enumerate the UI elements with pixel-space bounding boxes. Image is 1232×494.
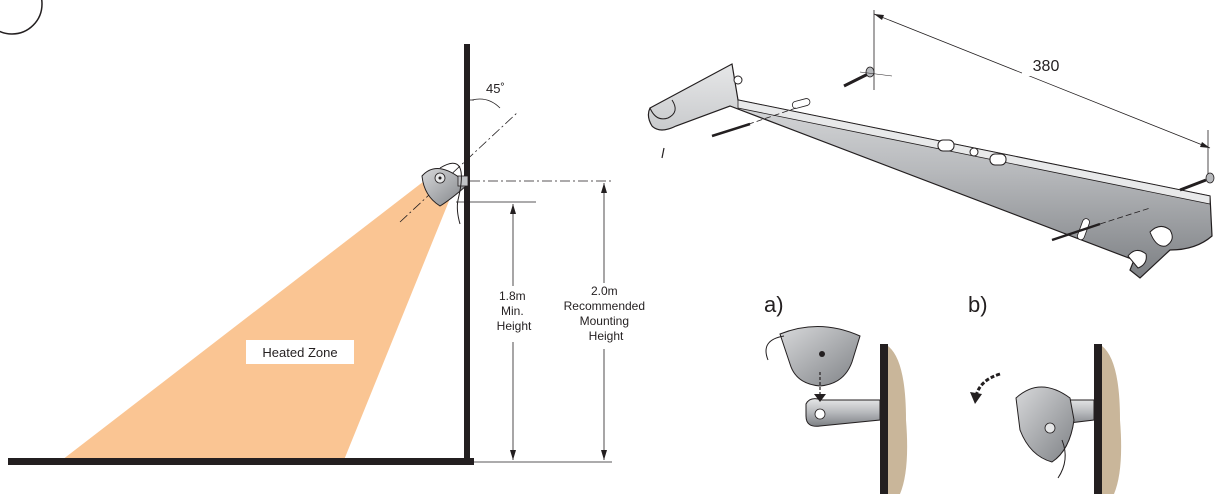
step-a-wall <box>880 344 888 494</box>
angle-arc <box>471 98 501 109</box>
zone-label: Heated Zone <box>262 345 337 360</box>
rotate-arrow-icon <box>974 372 1001 397</box>
rec-height-line2: Mounting <box>580 314 629 328</box>
screw-bottom <box>1051 207 1151 242</box>
min-height-line2: Height <box>497 319 532 333</box>
rec-height-line1: Recommended <box>564 299 645 313</box>
plug-top <box>843 66 893 88</box>
heater-unit <box>421 162 469 225</box>
dimension-label: 380 <box>1033 58 1060 75</box>
rec-height-value: 2.0m <box>591 284 618 298</box>
step-b-wall <box>1094 344 1102 494</box>
step-b-label: b) <box>968 292 988 317</box>
step-a-label: a) <box>764 292 784 317</box>
floor <box>8 458 474 465</box>
screw-top-left <box>711 107 797 138</box>
zone-label-box <box>246 340 354 364</box>
rec-height-line3: Height <box>589 329 624 343</box>
min-height-value: 1.8m <box>499 289 526 303</box>
bracket-body <box>647 63 1213 279</box>
angle-label: 45˚ <box>486 81 505 96</box>
dimension-line <box>873 13 1211 149</box>
svg-text:1.8m Min. Height: 1.8m Min. Height <box>497 289 532 333</box>
step-number-circle <box>0 0 43 35</box>
min-height-line1: Min. <box>501 304 524 318</box>
plug-right <box>1179 172 1215 192</box>
mounting-bracket-diagram: 380 <box>647 10 1215 279</box>
heated-zone <box>62 178 449 460</box>
step-b-diagram: b) <box>968 292 1122 494</box>
svg-text:2.0m Recommended M: 2.0m Recommended Mounting Height <box>564 284 649 343</box>
wall <box>464 44 470 464</box>
step-a-diagram: a) <box>764 292 908 494</box>
wall-installation-diagram: 45˚ 1.8m Min. Height 2.0m Recom <box>8 44 649 465</box>
